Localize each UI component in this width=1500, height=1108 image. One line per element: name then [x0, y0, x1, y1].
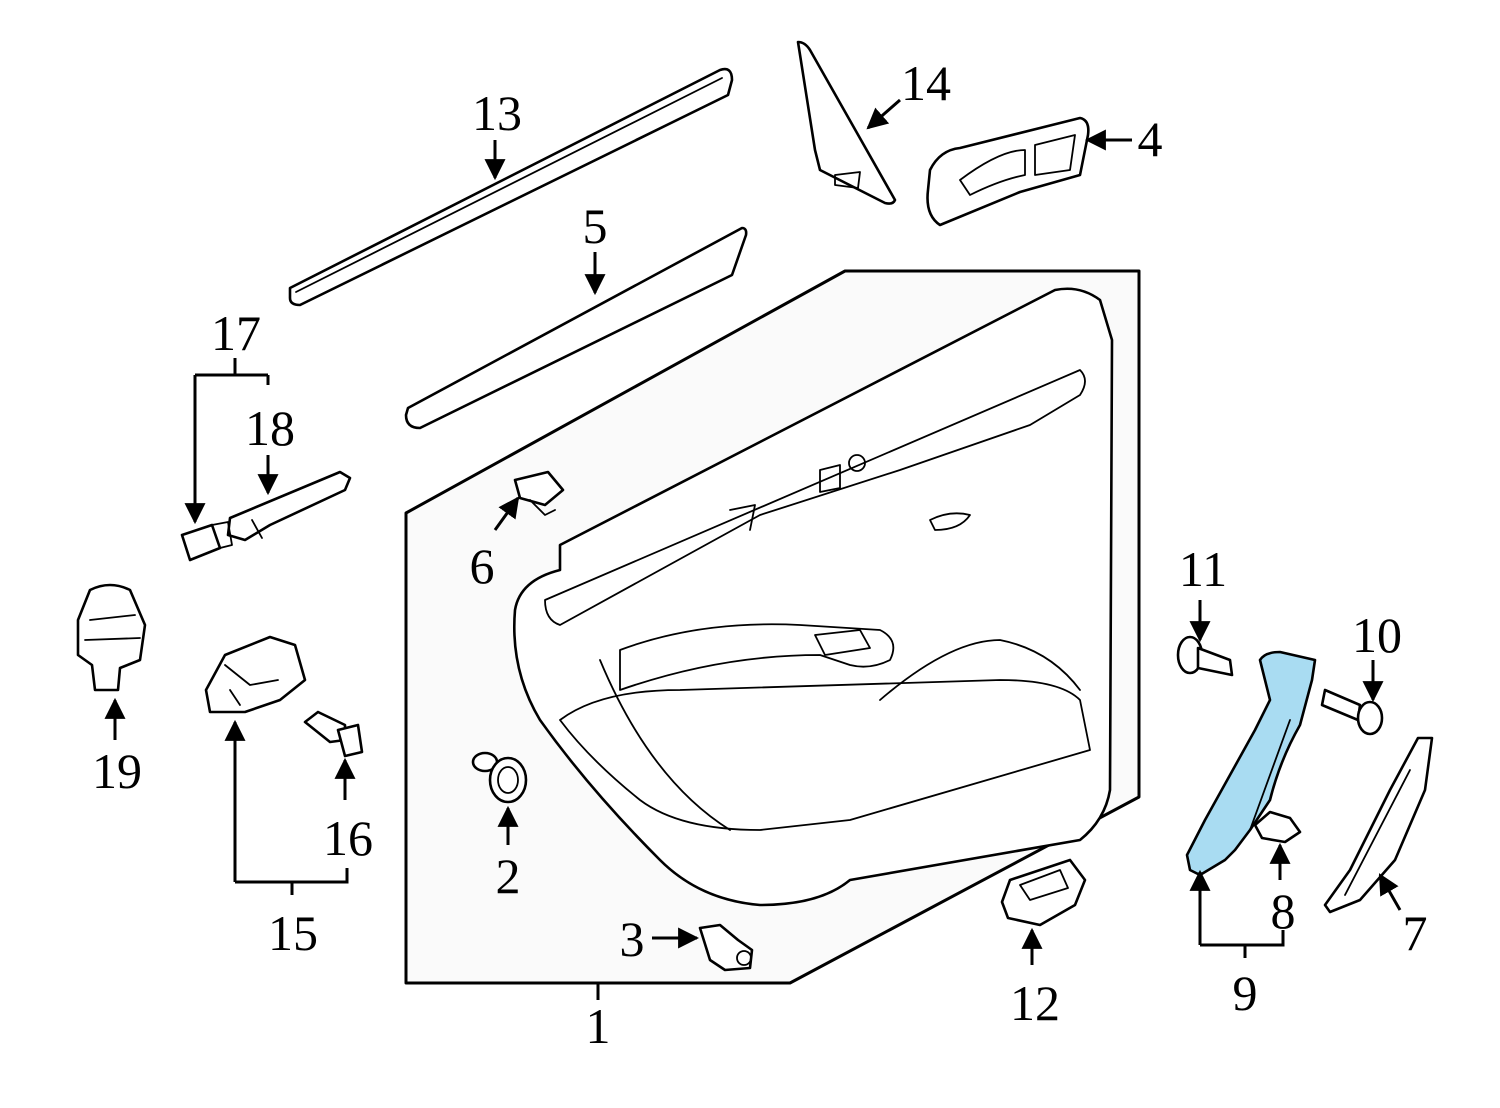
callout-17: 17	[211, 305, 261, 361]
callout-1: 1	[586, 998, 611, 1054]
callout-11: 11	[1179, 541, 1227, 597]
callout-16: 16	[323, 810, 373, 866]
inside-handle	[926, 116, 1090, 227]
switch-bezel	[226, 470, 352, 542]
callout-10: 10	[1352, 607, 1402, 663]
callout-3: 3	[620, 911, 645, 967]
switch-body	[180, 521, 233, 562]
callout-15: 15	[268, 905, 318, 961]
callout-5: 5	[583, 198, 608, 254]
trim-strip	[404, 226, 748, 430]
mirror-cover	[796, 40, 897, 205]
pull-handle-bracket	[1185, 650, 1317, 877]
callout-8: 8	[1271, 883, 1296, 939]
callout-labels: 1 2 3 4 5 6 7 8 9 10 11 12 13 14 15 16 1…	[92, 55, 1428, 1054]
belt-weatherstrip	[288, 67, 734, 307]
retaining-clip	[1253, 810, 1302, 844]
callout-9: 9	[1233, 965, 1258, 1021]
bolt-2	[1320, 688, 1384, 736]
switch-bracket	[204, 635, 307, 714]
screw	[303, 710, 364, 758]
retainer	[698, 923, 754, 972]
window-switch	[76, 583, 147, 692]
bolt	[1176, 635, 1234, 677]
callout-2: 2	[496, 848, 521, 904]
callout-18: 18	[245, 400, 295, 456]
callout-13: 13	[472, 85, 522, 141]
trim-cover	[1323, 736, 1434, 914]
callout-14: 14	[901, 55, 951, 111]
callout-6: 6	[470, 538, 495, 594]
door-trim-panel	[513, 287, 1114, 907]
switch-housing	[1000, 858, 1087, 927]
callout-12: 12	[1010, 975, 1060, 1031]
push-pin	[471, 751, 528, 804]
callout-19: 19	[92, 743, 142, 799]
clip	[513, 470, 565, 516]
leader-lines	[104, 98, 1402, 1000]
callout-7: 7	[1403, 905, 1428, 961]
callout-4: 4	[1138, 111, 1163, 167]
